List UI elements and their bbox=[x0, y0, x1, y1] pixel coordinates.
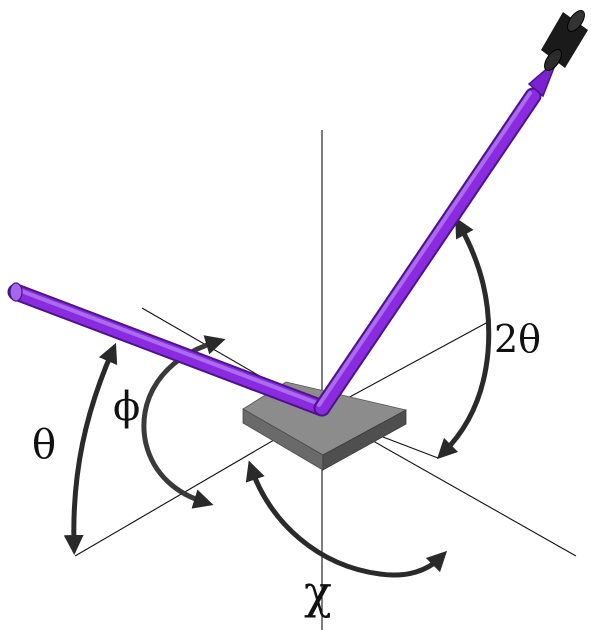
axis-line-right-lower bbox=[382, 436, 439, 459]
chi-arc-arrow bbox=[245, 460, 448, 578]
diffracted-beam bbox=[313, 59, 558, 417]
two-theta-arc-arrow bbox=[436, 217, 492, 460]
incident-beam bbox=[7, 282, 331, 417]
theta-arc-arrow bbox=[63, 342, 118, 555]
incident-beam-end-cap bbox=[9, 282, 23, 302]
two-theta-label: 2θ bbox=[494, 317, 541, 361]
chi-label: χ bbox=[304, 565, 332, 619]
detector bbox=[541, 10, 588, 71]
sample-right-face bbox=[322, 409, 407, 471]
phi-label: ϕ bbox=[113, 384, 140, 430]
theta-label: θ bbox=[32, 422, 56, 468]
